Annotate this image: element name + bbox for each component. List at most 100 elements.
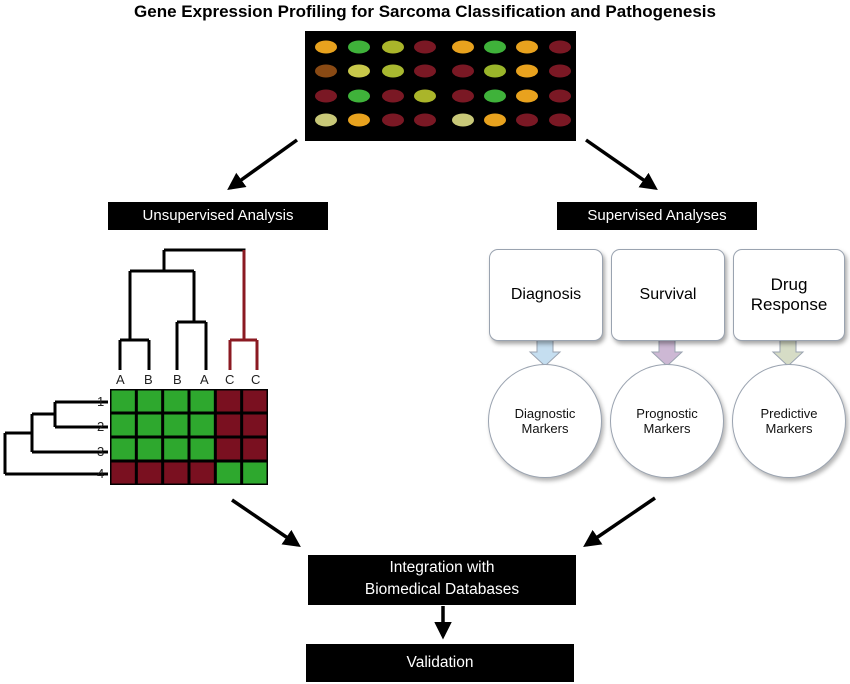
microarray-spot: [484, 89, 506, 103]
microarray-spot: [348, 89, 370, 103]
heatmap-cell: [111, 438, 135, 460]
validation-box: Validation: [306, 644, 574, 682]
heatmap-cell: [164, 462, 188, 484]
row-label-1: 1: [97, 394, 105, 409]
diagnostic-markers-line1: Diagnostic: [514, 406, 576, 421]
integration-line1: Integration with: [389, 559, 495, 576]
microarray-spot: [382, 89, 404, 103]
microarray-spot: [452, 113, 474, 127]
heatmap-cell: [190, 390, 214, 412]
prognostic-markers-line1: Prognostic: [636, 406, 698, 421]
heatmap-cell: [216, 390, 241, 412]
arrow-to-unsupervised: [227, 138, 299, 191]
column-label-3: B: [173, 372, 182, 387]
predictive-markers-circle: Predictive Markers: [732, 364, 846, 478]
survival-box: Survival: [611, 249, 725, 341]
arrow-unsupervised-to-integration: [231, 498, 301, 547]
microarray-spot: [414, 64, 436, 78]
microarray-spot: [549, 64, 571, 78]
heatmap-cell: [216, 462, 241, 484]
arrow-supervised-to-integration: [583, 496, 656, 547]
heatmap-cell: [137, 462, 162, 484]
predictive-markers-line1: Predictive: [760, 406, 818, 421]
column-label-6: C: [251, 372, 261, 387]
microarray-spot: [484, 40, 506, 54]
block-arrow: [771, 339, 805, 367]
microarray-spot: [516, 40, 538, 54]
heatmap-cell: [111, 414, 135, 436]
microarray-spot: [315, 89, 337, 103]
heatmap-cell: [111, 462, 135, 484]
microarray-spot: [382, 64, 404, 78]
row-label-2: 2: [97, 419, 105, 434]
predictive-markers-line2: Markers: [765, 421, 813, 436]
row-label-4: 4: [97, 466, 105, 481]
heatmap-cell: [243, 414, 267, 436]
page-title: Gene Expression Profiling for Sarcoma Cl…: [134, 2, 716, 21]
microarray-spot: [516, 89, 538, 103]
heatmap-cell: [137, 390, 162, 412]
prognostic-markers-line2: Markers: [643, 421, 691, 436]
heatmap-cell: [243, 390, 267, 412]
block-arrow: [528, 339, 562, 367]
column-label-1: A: [116, 372, 125, 387]
unsupervised-label: Unsupervised Analysis: [108, 202, 328, 230]
integration-box: Integration with Biomedical Databases: [308, 555, 576, 605]
diagnosis-box: Diagnosis: [489, 249, 603, 341]
survival-box-label: Survival: [639, 286, 697, 303]
unsupervised-label-text: Unsupervised Analysis: [142, 207, 294, 224]
block-arrow: [650, 339, 684, 367]
microarray-spot: [549, 89, 571, 103]
drug-response-box: Drug Response: [733, 249, 845, 341]
microarray-spots: [315, 40, 571, 127]
microarray-spot: [516, 64, 538, 78]
validation-label: Validation: [406, 654, 474, 671]
diagnostic-markers-line2: Markers: [521, 421, 569, 436]
heatmap-cell: [243, 462, 267, 484]
arrow-to-supervised: [585, 138, 658, 190]
heatmap-cell: [164, 414, 188, 436]
supervised-label-text: Supervised Analyses: [587, 207, 727, 224]
heatmap-cell: [111, 390, 135, 412]
heatmap-cell: [137, 438, 162, 460]
heatmap-cell: [164, 438, 188, 460]
prognostic-markers-circle: Prognostic Markers: [610, 364, 724, 478]
heatmap-cell: [190, 462, 214, 484]
heatmap-cell: [243, 438, 267, 460]
microarray-spot: [315, 113, 337, 127]
microarray-spot: [549, 40, 571, 54]
microarray-spot: [315, 64, 337, 78]
heatmap-cells: [111, 390, 267, 484]
heatmap-cell: [164, 390, 188, 412]
microarray-spot: [414, 89, 436, 103]
microarray-spot: [414, 113, 436, 127]
block-arrows: [528, 339, 805, 367]
heatmap-cell: [190, 438, 214, 460]
microarray-spot: [348, 64, 370, 78]
drug-response-box-line1: Drug: [770, 275, 808, 294]
diagnosis-box-label: Diagnosis: [510, 286, 582, 303]
supervised-label: Supervised Analyses: [557, 202, 757, 230]
microarray-spot: [315, 40, 337, 54]
heatmap-cell: [216, 414, 241, 436]
microarray-spot: [414, 40, 436, 54]
heatmap-cell: [137, 414, 162, 436]
heatmap-cell: [216, 438, 241, 460]
microarray-spot: [452, 40, 474, 54]
column-label-2: B: [144, 372, 153, 387]
microarray-spot: [382, 40, 404, 54]
heatmap-cell: [190, 414, 214, 436]
microarray-spot: [484, 64, 506, 78]
row-dendrogram: [3, 400, 108, 476]
microarray-spot: [549, 113, 571, 127]
column-label-5: C: [225, 372, 235, 387]
column-dendrogram: [118, 248, 259, 370]
microarray-spot: [348, 113, 370, 127]
diagnostic-markers-circle: Diagnostic Markers: [488, 364, 602, 478]
row-label-3: 3: [97, 444, 105, 459]
drug-response-box-line2: Response: [750, 295, 828, 314]
microarray-spot: [348, 40, 370, 54]
microarray-spot: [484, 113, 506, 127]
microarray-spot: [382, 113, 404, 127]
